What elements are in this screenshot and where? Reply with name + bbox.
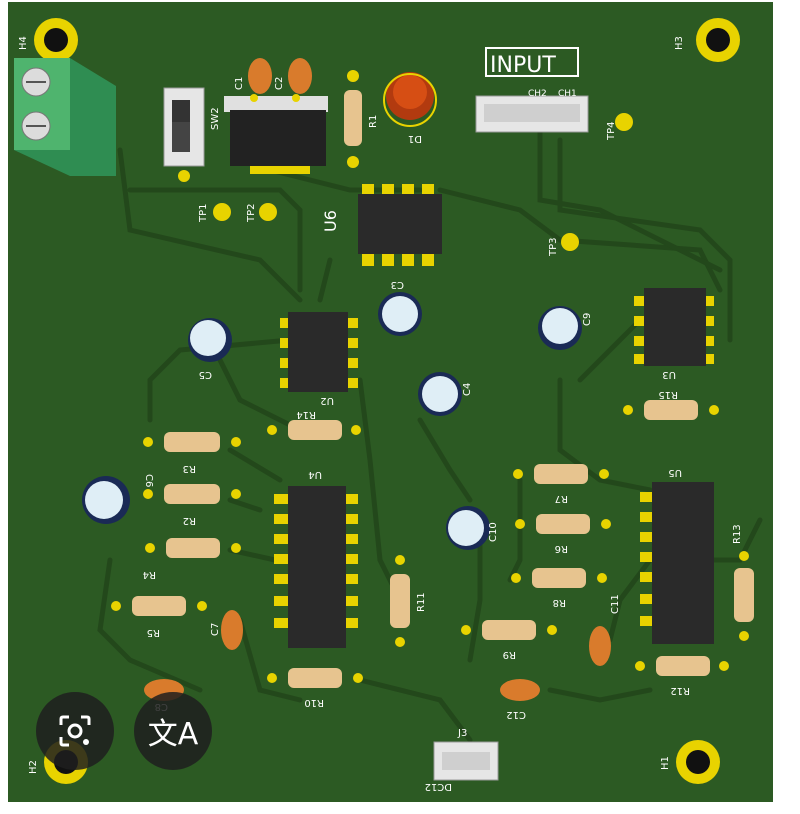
label-d1: D1: [408, 133, 422, 144]
label-h1: H1: [660, 756, 671, 770]
label-sw2: SW2: [210, 107, 221, 130]
electrolytic-caps: [82, 292, 582, 550]
input-connector: [475, 95, 589, 133]
label-c2: C2: [274, 77, 285, 90]
test-points: [213, 113, 633, 251]
label-r11: R11: [416, 592, 427, 612]
label-r1: R1: [368, 115, 379, 128]
label-dc12: DC12: [425, 781, 452, 792]
label-c11: C11: [610, 594, 621, 614]
label-c4: C4: [462, 383, 473, 396]
label-r3: R3: [183, 463, 196, 474]
label-u6: U6: [321, 210, 340, 232]
label-c5: C5: [199, 369, 212, 380]
input-title-box: [485, 47, 579, 77]
ic-u2: [280, 312, 358, 392]
led-d1: [383, 72, 437, 127]
label-u5: U5: [668, 467, 682, 478]
ic-u4: [274, 486, 358, 648]
label-tp3: TP3: [548, 237, 559, 257]
translate-button[interactable]: 文A: [134, 692, 212, 770]
label-c7: C7: [210, 623, 221, 636]
slide-switch: [163, 87, 205, 182]
ceramic-caps-top: [248, 58, 312, 102]
connector-j3: [433, 741, 499, 781]
translate-icon: 文A: [147, 717, 199, 752]
label-r15: R15: [658, 389, 678, 400]
label-r2: R2: [183, 515, 196, 526]
pcb-board: [8, 2, 773, 802]
ic-u3: [634, 288, 714, 366]
copper-traces: [97, 127, 763, 743]
label-r8: R8: [553, 597, 566, 608]
label-c3: C3: [391, 279, 404, 290]
label-c9: C9: [582, 313, 593, 326]
title-input: INPUT: [490, 53, 556, 78]
google-lens-button[interactable]: [36, 692, 114, 770]
label-tp2: TP2: [246, 203, 257, 223]
label-c12: C12: [506, 709, 526, 720]
silkscreen: INPUT CH2 CH1 H3 H4 H2 H1 SW2 C1 C2 R1 D…: [18, 36, 743, 792]
label-ch1: CH1: [558, 89, 577, 99]
ic-u5: [640, 482, 714, 644]
voltage-regulator: [224, 96, 328, 174]
label-r9: R9: [503, 649, 516, 660]
resistor-r1: [344, 70, 362, 168]
label-r14: R14: [296, 409, 316, 420]
google-lens-icon: [59, 715, 91, 747]
terminal-block: [14, 58, 116, 176]
label-c1: C1: [234, 77, 245, 90]
label-r4: R4: [143, 569, 156, 580]
label-r7: R7: [555, 493, 568, 504]
resistors: [111, 400, 754, 688]
label-u4: U4: [308, 469, 322, 480]
label-tp1: TP1: [198, 203, 209, 223]
label-h2: H2: [28, 760, 39, 774]
label-u2: U2: [320, 395, 334, 406]
label-j3: J3: [457, 728, 467, 739]
ic-u6: [358, 184, 442, 266]
mounting-holes: [34, 18, 740, 784]
label-r13: R13: [732, 524, 743, 544]
label-c6: C6: [143, 474, 154, 487]
label-tp4: TP4: [606, 121, 617, 141]
label-h3: H3: [674, 36, 685, 50]
label-h4: H4: [18, 36, 29, 50]
label-r6: R6: [555, 543, 568, 554]
label-r5: R5: [147, 627, 160, 638]
label-ch2: CH2: [528, 89, 547, 99]
label-u3: U3: [662, 369, 676, 380]
label-r12: R12: [670, 685, 690, 696]
label-c10: C10: [488, 522, 499, 542]
label-r10: R10: [304, 697, 324, 708]
